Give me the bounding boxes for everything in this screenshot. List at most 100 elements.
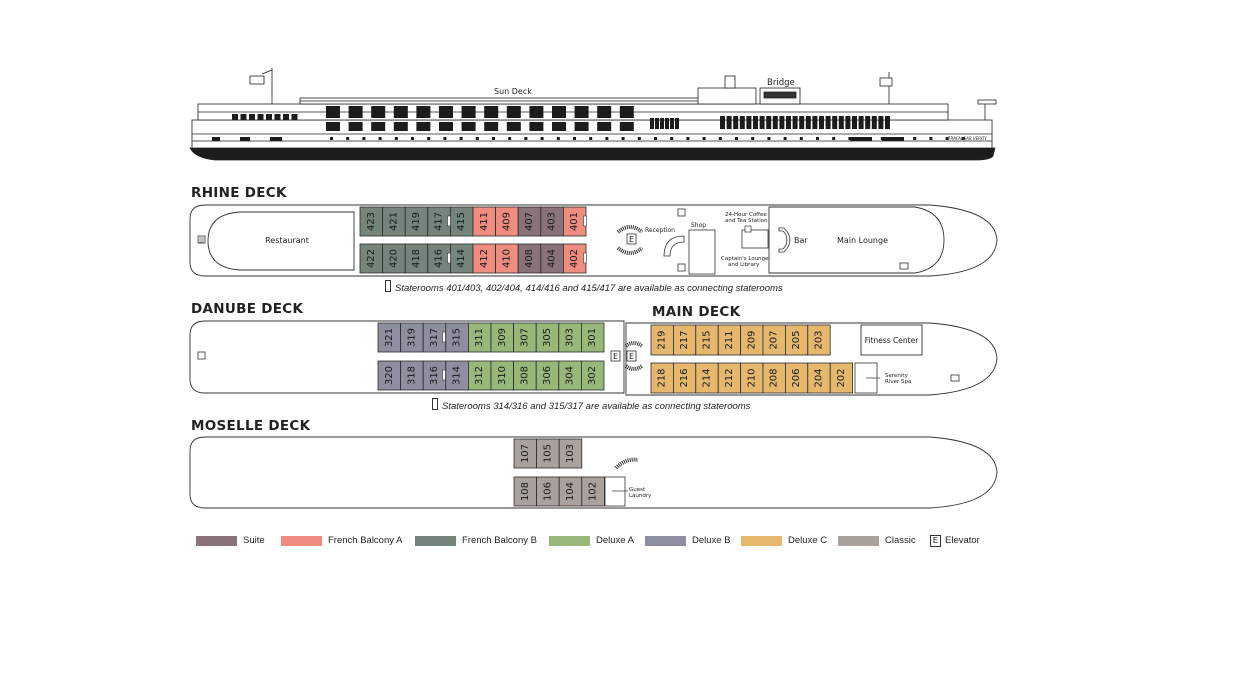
cabin-number: 219: [657, 330, 668, 349]
cabin-number: 318: [406, 366, 417, 385]
porthole: [945, 137, 949, 140]
cabin-number: 423: [366, 212, 377, 231]
aft-window: [266, 114, 272, 120]
lounge-window: [799, 116, 805, 129]
cabin-number: 208: [769, 368, 780, 387]
danube-elevator-letter: E: [613, 352, 618, 361]
porthole: [961, 137, 965, 140]
main-elevator-icon: [626, 350, 637, 362]
cabin-number: 420: [388, 249, 399, 268]
cabin-number: 403: [547, 212, 558, 231]
mid-window: [597, 122, 612, 131]
ship-profile: [189, 68, 997, 161]
mid-window: [439, 122, 453, 131]
upper-window: [326, 106, 340, 118]
spa-label-1: Serenity: [885, 373, 909, 379]
cabin-number: 214: [702, 368, 713, 387]
connecting-door-marker: [447, 215, 451, 227]
upper-window: [619, 106, 634, 118]
cabin-number: 206: [791, 368, 802, 387]
porthole: [524, 137, 528, 140]
cabin-number: 212: [724, 368, 735, 387]
mid-window: [552, 122, 566, 131]
profile-ship-name: TRAFALGAR VERITY: [948, 136, 988, 141]
lounge-window: [655, 118, 659, 129]
cabin-number: 321: [384, 328, 395, 347]
porthole: [475, 137, 479, 140]
connecting-door-marker: [583, 252, 587, 264]
porthole: [621, 137, 625, 140]
mid-window: [619, 122, 634, 131]
connecting-door-marker: [583, 215, 587, 227]
cabin-number: 309: [497, 328, 508, 347]
cabin-number: 411: [479, 212, 490, 231]
upper-window: [484, 106, 499, 118]
cabin-number: 203: [814, 330, 825, 349]
lower-window: [240, 137, 250, 141]
porthole: [929, 137, 933, 140]
lounge-window: [753, 116, 758, 129]
upper-window: [371, 106, 386, 118]
reception-desk: [663, 235, 685, 257]
aft-window: [283, 114, 289, 120]
profile-windows: [212, 106, 965, 141]
mid-window: [484, 122, 499, 131]
porthole: [702, 137, 706, 140]
moselle-staircase-icon: [614, 457, 639, 470]
legend-label: French Balcony B: [462, 535, 537, 546]
cabin-202: [829, 362, 854, 394]
moselle-deck-outline: [189, 436, 998, 509]
cabin-number: 217: [679, 330, 690, 349]
cabin-number: 104: [565, 482, 576, 501]
connecting-door-icon: [432, 398, 438, 410]
rhine-note-text: Staterooms 401/403, 402/404, 414/416 and…: [395, 283, 783, 294]
lounge-window: [665, 118, 669, 129]
legend-swatch: [549, 536, 590, 546]
porthole: [362, 137, 366, 140]
porthole: [832, 137, 836, 140]
mid-window: [371, 122, 386, 131]
upper-window: [461, 106, 476, 118]
rhine-mid-stair-bottom: [677, 263, 686, 272]
cabin-number: 314: [452, 366, 463, 385]
lounge-window: [746, 116, 752, 129]
cabin-number: 415: [456, 212, 467, 231]
porthole: [378, 137, 382, 140]
elevator-icon: E: [930, 535, 941, 547]
porthole: [686, 137, 690, 140]
restaurant-label: Restaurant: [265, 236, 309, 245]
lounge-window: [805, 116, 811, 129]
cabin-number: 107: [520, 444, 531, 463]
legend-label: Suite: [243, 535, 265, 546]
bar-counter: [778, 227, 791, 253]
rhine-mid-stair-top: [677, 208, 686, 217]
cabin-302: [581, 360, 605, 391]
danube-deck-title: DANUBE DECK: [191, 301, 304, 317]
lounge-window: [739, 116, 745, 129]
laundry-room: [604, 476, 626, 507]
laundry-label-2: Laundry: [629, 493, 652, 499]
lounge-window: [832, 116, 838, 129]
cabin-number: 301: [587, 328, 598, 347]
cabin-301: [581, 322, 605, 353]
rhine-connecting-note: Staterooms 401/403, 402/404, 414/416 and…: [385, 280, 783, 294]
cabin-number: 412: [479, 249, 490, 268]
cabin-number: 211: [724, 330, 735, 349]
coffee-station: [741, 229, 769, 249]
lounge-window: [675, 118, 679, 129]
aft-window: [291, 114, 298, 120]
cabin-102: [581, 476, 605, 507]
upper-window: [529, 106, 544, 118]
cabin-number: 105: [542, 444, 553, 463]
main-lounge-area: [768, 206, 945, 274]
legend-label: French Balcony A: [328, 535, 403, 546]
spa-label-2: River Spa: [885, 379, 911, 385]
cabin-103: [558, 438, 583, 469]
cabin-number: 205: [791, 330, 802, 349]
cabin-number: 207: [769, 330, 780, 349]
upper-window: [348, 106, 363, 118]
porthole: [816, 137, 819, 140]
